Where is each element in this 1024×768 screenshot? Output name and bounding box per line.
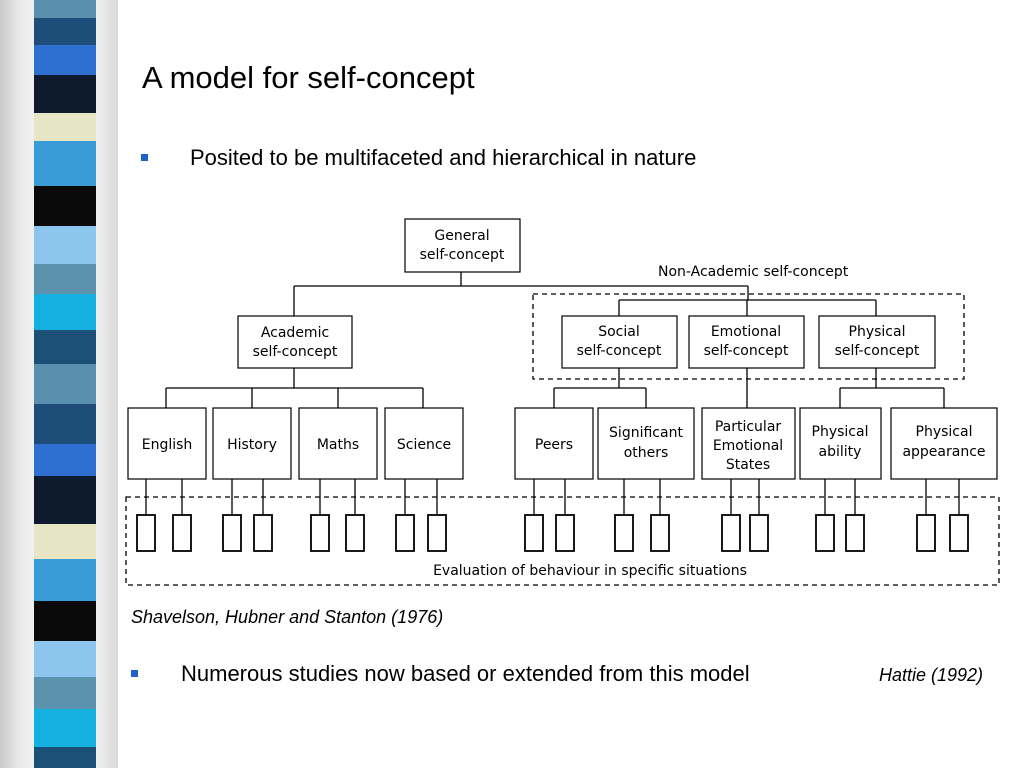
bullet-marker: [131, 670, 138, 677]
subject-node-physical-appearance: Physical appearance: [890, 407, 998, 480]
behaviour-box: [253, 514, 273, 552]
behaviour-box: [749, 514, 769, 552]
node-label: Emotional: [711, 324, 781, 340]
node-label: English: [142, 437, 193, 453]
node-label: self-concept: [835, 343, 920, 359]
stripe-block: [34, 677, 96, 709]
stripe-block: [34, 264, 96, 294]
node-label: General: [434, 228, 489, 244]
behaviour-box: [614, 514, 634, 552]
subject-node-particular-emotional-states: Particular Emotional States: [701, 407, 796, 480]
node-label: others: [624, 445, 669, 461]
node-label: Science: [397, 437, 451, 453]
behaviour-box: [395, 514, 415, 552]
bullet-marker: [141, 154, 148, 161]
bullet-text-1: Posited to be multifaceted and hierarchi…: [190, 145, 697, 170]
general-self-concept-node: General self-concept: [404, 218, 521, 273]
node-label: Physical: [812, 424, 869, 440]
citation-shavelson: Shavelson, Hubner and Stanton (1976): [131, 607, 444, 627]
subject-node-history: History: [212, 407, 292, 480]
stripe-block: [34, 709, 96, 747]
stripe-block: [34, 404, 96, 444]
stripe-block: [34, 45, 96, 75]
node-label: self-concept: [420, 247, 505, 263]
stripe-block: [34, 186, 96, 226]
stripe-block: [34, 226, 96, 264]
subject-node-science: Science: [384, 407, 464, 480]
emotional-self-concept-node: Emotional self-concept: [688, 315, 805, 369]
node-label: ability: [819, 444, 862, 460]
node-label: Emotional: [713, 438, 783, 454]
behaviour-box: [136, 514, 156, 552]
evaluation-group-border: [125, 496, 1000, 586]
non-academic-group-border: [532, 293, 965, 380]
stripe-block: [34, 18, 96, 45]
stripe-block: [34, 476, 96, 524]
node-label: self-concept: [577, 343, 662, 359]
behaviour-box: [310, 514, 330, 552]
node-label: Physical: [849, 324, 906, 340]
behaviour-box: [555, 514, 575, 552]
behaviour-box: [845, 514, 865, 552]
physical-self-concept-node: Physical self-concept: [818, 315, 936, 369]
side-stripe-decoration: [0, 0, 118, 768]
behaviour-box: [172, 514, 192, 552]
subject-node-significant-others: Significant others: [597, 407, 695, 480]
stripe-block: [34, 747, 96, 768]
subject-node-physical-ability: Physical ability: [799, 407, 882, 480]
citation-hattie: Hattie (1992): [879, 665, 984, 685]
behaviour-box: [721, 514, 741, 552]
connector-lines: [165, 272, 945, 408]
node-label: self-concept: [253, 344, 338, 360]
academic-self-concept-node: Academic self-concept: [237, 315, 353, 369]
node-label: Physical: [916, 424, 973, 440]
evaluation-label: Evaluation of behaviour in specific situ…: [433, 563, 747, 579]
stripe-block: [34, 113, 96, 141]
behaviour-box: [815, 514, 835, 552]
stripe-blocks: [34, 0, 96, 768]
node-label: States: [726, 457, 770, 473]
stripe-block: [34, 641, 96, 677]
node-label: Peers: [535, 437, 573, 453]
stripe-block: [34, 0, 96, 18]
stripe-block: [34, 559, 96, 601]
stripe-block: [34, 524, 96, 559]
stripe-block: [34, 330, 96, 364]
node-label: Significant: [609, 425, 683, 441]
behaviour-box: [345, 514, 365, 552]
stripe-block: [34, 141, 96, 186]
non-academic-label: Non-Academic self-concept: [658, 264, 849, 280]
stripe-block: [34, 444, 96, 476]
stripe-block: [34, 601, 96, 641]
subject-node-maths: Maths: [298, 407, 378, 480]
behaviour-box: [650, 514, 670, 552]
bullet-text-2: Numerous studies now based or extended f…: [181, 661, 750, 686]
node-label: appearance: [902, 444, 985, 460]
behaviour-box: [916, 514, 936, 552]
node-label: Academic: [261, 325, 329, 341]
node-label: Particular: [715, 419, 782, 435]
behaviour-box: [427, 514, 447, 552]
stripe-block: [34, 294, 96, 330]
social-self-concept-node: Social self-concept: [561, 315, 678, 369]
behaviour-box: [222, 514, 242, 552]
node-label: History: [227, 437, 277, 453]
stripe-block: [34, 364, 96, 404]
stripe-block: [34, 75, 96, 113]
node-label: self-concept: [704, 343, 789, 359]
slide-title: A model for self-concept: [142, 60, 475, 95]
node-label: Maths: [317, 437, 359, 453]
behaviour-box: [524, 514, 544, 552]
subject-node-english: English: [127, 407, 207, 480]
behaviour-box: [949, 514, 969, 552]
behaviour-evaluation-boxes: [136, 479, 969, 552]
subject-node-peers: Peers: [514, 407, 594, 480]
node-label: Social: [598, 324, 640, 340]
